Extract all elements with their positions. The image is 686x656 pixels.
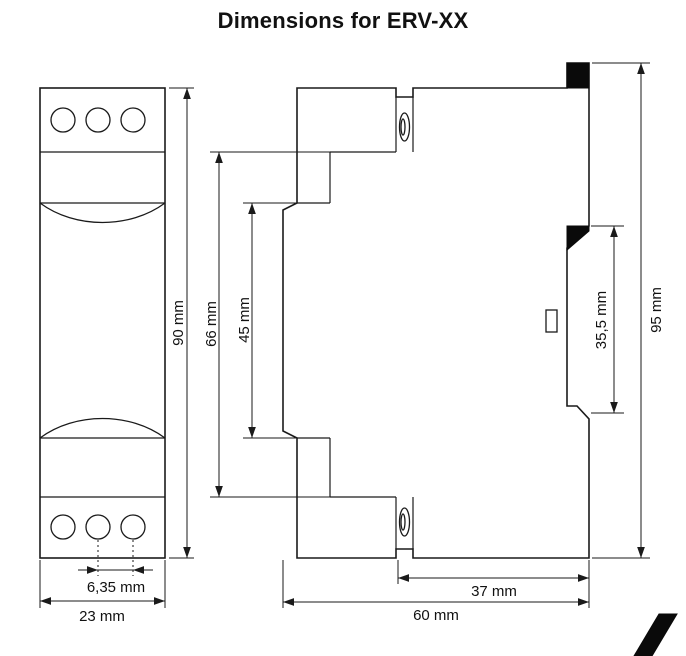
side-outline [282,62,590,559]
dimension-label: 37 mm [471,583,517,600]
terminal-circle [50,107,76,133]
terminal-circle [120,107,146,133]
dim-66mm: 66 mm [203,151,330,498]
label-window-curve-bottom [39,417,166,439]
screw-slot [400,118,406,136]
dim-23mm: 23 mm [39,560,166,625]
dim-45mm: 45 mm [236,202,297,439]
side-view [282,62,590,559]
front-view [39,87,166,576]
dim-35-5mm: 35,5 mm [591,225,624,414]
terminal-circle [120,514,146,540]
terminal-circle [85,107,111,133]
dimension-label: 45 mm [236,297,253,343]
dimension-label: 95 mm [648,287,665,333]
top-black-block [566,62,590,89]
dimension-label: 90 mm [170,300,187,346]
label-window-curve-top [39,202,166,224]
dimension-label: 23 mm [79,608,125,625]
dim-60mm: 60 mm [282,560,590,624]
page-title: Dimensions for ERV-XX [217,8,469,33]
din-clip-black [566,225,590,252]
dim-37mm: 37 mm [397,560,589,600]
front-outline [39,87,166,559]
rail-window-rect [545,309,558,333]
dim-95mm: 95 mm [592,62,665,559]
dimension-label: 35,5 mm [593,291,610,349]
terminal-circle [85,514,111,540]
screw-slot [400,513,406,531]
dim-6-35mm: 6,35 mm [78,566,153,596]
terminal-circle [50,514,76,540]
dimension-label: 60 mm [413,607,459,624]
dimension-label: 66 mm [203,301,220,347]
dim-90mm: 90 mm [169,87,194,559]
logo-mark [633,613,678,656]
dimension-label: 6,35 mm [87,579,145,596]
